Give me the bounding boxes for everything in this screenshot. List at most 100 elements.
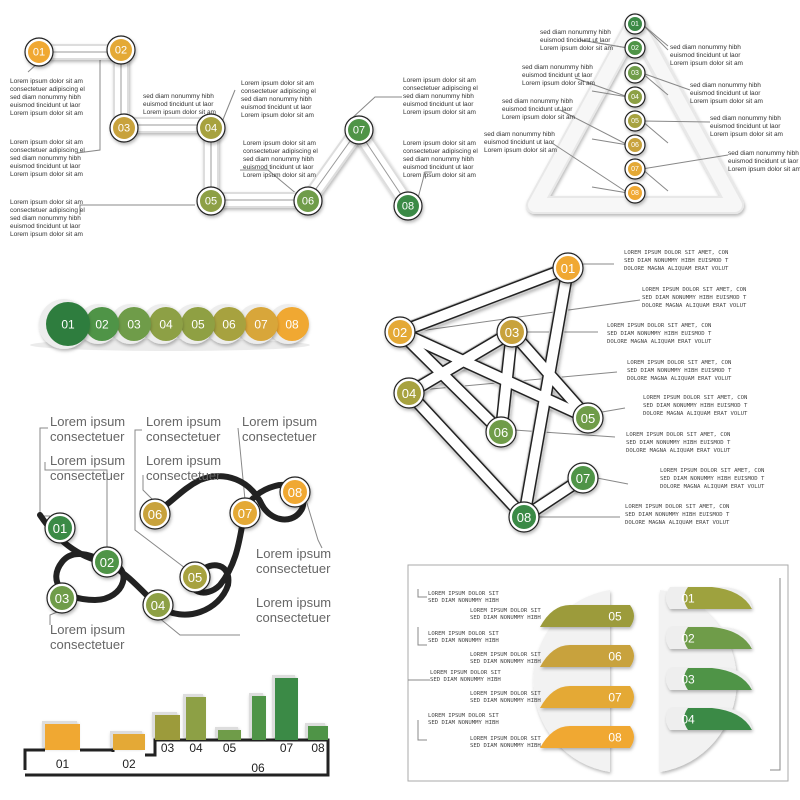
star-node-04: 04 — [393, 377, 425, 409]
bar-07 — [275, 678, 298, 740]
left-tab-label: 08 — [608, 731, 622, 745]
lorem-mono-block-line: LOREM IPSUM DOLOR SIT AMET, CON — [607, 323, 711, 329]
star-node-01-disc — [556, 256, 580, 280]
triangle-node-05-disc — [628, 114, 642, 128]
circle-label-04: 04 — [159, 318, 173, 332]
left-tab-fill — [540, 605, 634, 627]
lorem-mono-block-line: SED DIAM NONUMMY HIBH EUISMOD T — [625, 512, 730, 518]
lorem-big-block-line: consectetuer — [50, 429, 125, 444]
lorem-mono-block-line: LOREM IPSUM DOLOR SIT — [470, 652, 541, 658]
connector — [770, 578, 781, 771]
lorem-block-line: sed diam nonummy hibh — [484, 131, 555, 138]
zigzag-node-04: 04 — [196, 113, 226, 143]
triangle-node-08: 08 — [624, 182, 646, 204]
lorem-big-block-line: consectetuer — [50, 468, 125, 483]
curvy-node-04: 04 — [142, 589, 174, 621]
left-tab-07: 07 — [540, 686, 634, 708]
lorem-big-block-line: consectetuer — [242, 429, 317, 444]
bar-label-02: 02 — [122, 757, 136, 771]
lorem-big-block-line: Lorem ipsum — [50, 453, 125, 468]
lorem-block-line: consectetuer adipiscing el — [241, 88, 316, 95]
lorem-mono-block-line: DOLORE MAGNA ALIQUAM ERAT VOLUT — [624, 266, 729, 272]
circle-label-07: 07 — [254, 318, 268, 332]
curvy-node-02-label: 02 — [100, 555, 114, 570]
right-tab-04: 04 — [666, 708, 752, 730]
curvy-node-05-disc — [183, 565, 207, 589]
triangle-node-01-disc — [628, 17, 642, 31]
zigzag-node-03-label: 03 — [118, 123, 130, 135]
curvy-node-06: 06 — [139, 498, 171, 530]
lorem-block-line: Lorem ipsum dolor sit am — [403, 172, 476, 179]
star-node-05: 05 — [572, 402, 604, 434]
triangle-node-05: 05 — [624, 110, 646, 132]
curvy-node-02: 02 — [91, 546, 123, 578]
right-tab-fill — [684, 627, 752, 649]
connector — [574, 77, 629, 98]
circle-label-08: 08 — [285, 318, 299, 332]
curvy-node-01-label: 01 — [53, 521, 67, 536]
zigzag-node-07-label: 07 — [353, 125, 365, 137]
lorem-block-line: sed diam nonummy hibh — [10, 94, 81, 101]
lorem-block-line: Lorem ipsum dolor sit am — [10, 78, 83, 85]
star-node-08-disc — [512, 505, 536, 529]
lorem-block-line: sed diam nonummy hibh — [403, 156, 474, 163]
link-01-08 — [519, 263, 573, 522]
triangle-node-02-label: 02 — [631, 45, 639, 52]
zigzag-node-08: 08 — [393, 191, 423, 221]
curvy-node-07-disc — [233, 501, 257, 525]
zigzag-node-02-disc — [110, 39, 132, 61]
bar-label-04: 04 — [189, 741, 203, 755]
triangle-node-06: 06 — [624, 134, 646, 156]
baseline-left — [23, 748, 45, 770]
link-04-08 — [404, 388, 529, 522]
left-tab-fill — [540, 645, 634, 667]
star-node-02-label: 02 — [393, 325, 407, 340]
lorem-block-line: Lorem ipsum dolor sit am — [540, 45, 613, 52]
lorem-mono-block-line: LOREM IPSUM DOLOR SIT AMET, CON — [625, 504, 729, 510]
curvy-node-07-label: 07 — [238, 506, 252, 521]
connector — [411, 299, 641, 333]
circle-label-02: 02 — [95, 318, 109, 332]
star-node-07-label: 07 — [576, 471, 590, 486]
triangle-node-07-label: 07 — [631, 166, 639, 173]
right-tab-01: 01 — [666, 587, 752, 609]
connector — [601, 407, 626, 413]
lorem-block-line: Lorem ipsum dolor sit am — [502, 114, 575, 121]
lorem-block-line: euismod tincidunt ut laor — [10, 102, 81, 109]
lorem-mono-block-line: LOREM IPSUM DOLOR SIT AMET, CON — [660, 468, 764, 474]
lorem-mono-block-line: LOREM IPSUM DOLOR SIT AMET, CON — [642, 287, 746, 293]
lorem-mono-block-line: LOREM IPSUM DOLOR SIT AMET, CON — [643, 395, 747, 401]
lorem-block-line: euismod tincidunt ut laor — [143, 101, 214, 108]
star-node-01-label: 01 — [561, 261, 575, 276]
lorem-block-line: euismod tincidunt ut laor — [522, 72, 593, 79]
circle-label-06: 06 — [222, 318, 236, 332]
lorem-mono-block-line: LOREM IPSUM DOLOR SIT — [470, 691, 541, 697]
zigzag-node-08-disc — [397, 195, 419, 217]
connector — [142, 475, 156, 503]
lorem-block-line: euismod tincidunt ut laor — [243, 164, 314, 171]
bar-05 — [218, 730, 241, 740]
star-node-08-label: 08 — [517, 510, 531, 525]
lorem-big-block-line: consectetuer — [256, 561, 331, 576]
lorem-mono-block-line: LOREM IPSUM DOLOR SIT — [428, 591, 499, 597]
link-03-05 — [507, 327, 593, 423]
star-node-07-disc — [571, 466, 595, 490]
lorem-block-line: consectetuer adipiscing el — [243, 148, 318, 155]
connector — [513, 429, 616, 438]
bar-label-05: 05 — [223, 741, 237, 755]
lorem-mono-block-line: SED DIAM NONUMMY HIBH — [470, 615, 541, 621]
lorem-mono-block-line: LOREM IPSUM DOLOR SIT AMET, CON — [627, 360, 731, 366]
